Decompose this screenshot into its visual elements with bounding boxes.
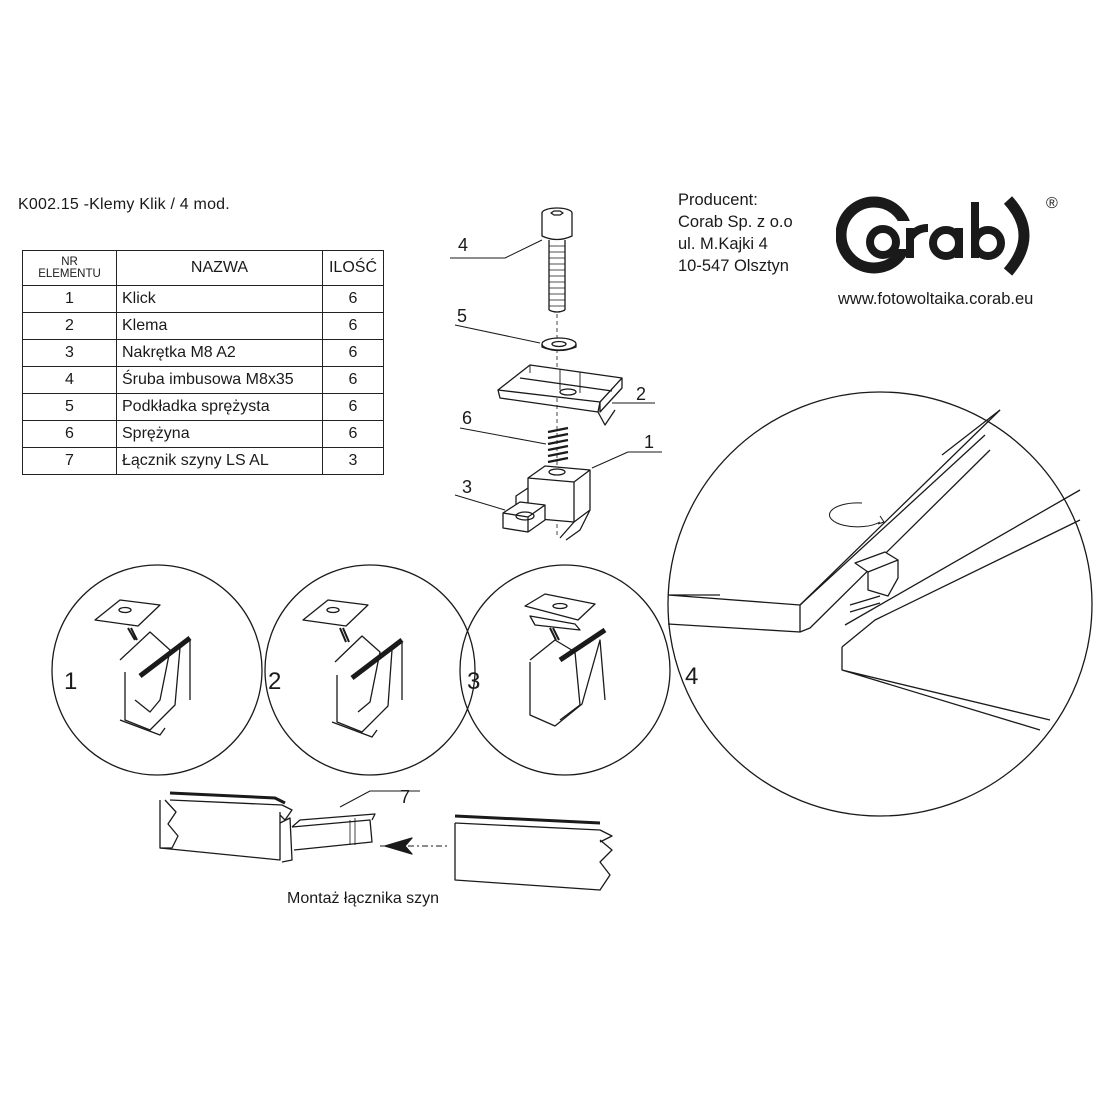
rail-connector-illustration (159, 791, 613, 891)
row-name: Podkładka sprężysta (116, 393, 323, 421)
spring (547, 426, 569, 464)
producer-heading: Producent: (678, 191, 758, 209)
header-quantity: ILOŚĆ (322, 250, 384, 286)
producer-block: Producent: Corab Sp. z o.o ul. M.Kajki 4… (678, 189, 793, 277)
header-nr-line2: ELEMENTU (38, 268, 101, 280)
washer (541, 337, 577, 352)
table-row: 1 Klick 6 (22, 285, 384, 313)
row-number: 7 (22, 447, 117, 475)
step-3-illustration (524, 593, 607, 727)
website-url: www.fotowoltaika.corab.eu (838, 290, 1034, 308)
producer-city: 10-547 Olsztyn (678, 257, 789, 275)
producer-company: Corab Sp. z o.o (678, 213, 793, 231)
step-1-circle (51, 564, 263, 776)
step-2-circle (264, 564, 476, 776)
table-row: 5 Podkładka sprężysta 6 (22, 393, 384, 421)
callout-3-label: 3 (462, 477, 472, 497)
step-3-number: 3 (467, 668, 480, 695)
table-row: 3 Nakrętka M8 A2 6 (22, 339, 384, 367)
row-name: Łącznik szyny LS AL (116, 447, 323, 475)
row-name: Klick (116, 285, 323, 313)
callout-6-label: 6 (462, 408, 472, 428)
callout-5-label: 5 (457, 306, 467, 326)
exploded-assembly (497, 207, 623, 541)
row-quantity: 6 (322, 312, 384, 340)
step-2-illustration (302, 599, 404, 738)
step-3-circle (459, 564, 671, 776)
callout-1-label: 1 (644, 432, 654, 452)
row-name: Nakrętka M8 A2 (116, 339, 323, 367)
row-quantity: 3 (322, 447, 384, 475)
row-number: 3 (22, 339, 117, 367)
row-number: 5 (22, 393, 117, 421)
row-quantity: 6 (322, 393, 384, 421)
clamp-plate (497, 364, 623, 426)
step-4-circle (667, 391, 1093, 817)
table-row: 2 Klema 6 (22, 312, 384, 340)
step-2-number: 2 (268, 668, 281, 695)
producer-street: ul. M.Kajki 4 (678, 235, 768, 253)
row-number: 1 (22, 285, 117, 313)
document-title: K002.15 -Klemy Klik / 4 mod. (18, 196, 230, 213)
header-element-number: NR ELEMENTU (22, 250, 117, 286)
row-number: 6 (22, 420, 117, 448)
step-4-number: 4 (685, 663, 698, 690)
row-number: 4 (22, 366, 117, 394)
table-header-row: NR ELEMENTU NAZWA ILOŚĆ (22, 250, 384, 286)
callout-4-label: 4 (458, 235, 468, 255)
row-number: 2 (22, 312, 117, 340)
callout-7-label: 7 (400, 787, 410, 807)
header-nr-line1: NR (61, 256, 78, 268)
nut (502, 501, 546, 533)
table-row: 7 Łącznik szyny LS AL 3 (22, 447, 384, 475)
rail-connector-caption: Montaż łącznika szyn (287, 890, 440, 907)
step-1-illustration (94, 599, 192, 736)
corab-logo: ® (836, 195, 1058, 276)
step-4-illustration (667, 409, 1081, 731)
step-1-number: 1 (64, 668, 77, 695)
callout-2-label: 2 (636, 384, 646, 404)
callout-leaders (339, 239, 662, 808)
registered-mark: ® (1046, 195, 1058, 212)
table-row: 4 Śruba imbusowa M8x35 6 (22, 366, 384, 394)
bolt (541, 207, 573, 313)
parts-table: NR ELEMENTU NAZWA ILOŚĆ 1 Klick 6 2 Klem… (22, 250, 384, 475)
